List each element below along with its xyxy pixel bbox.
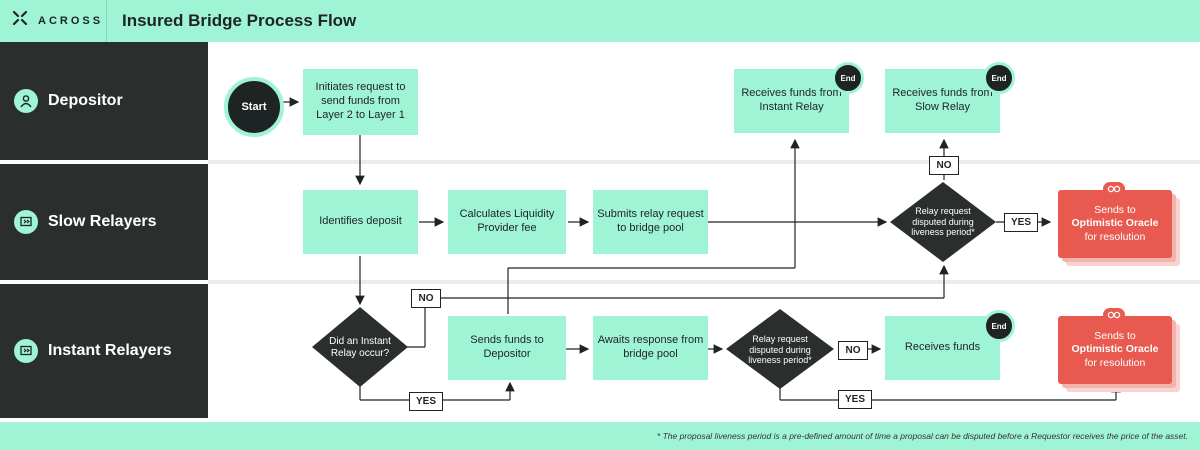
no-tag: NO: [929, 156, 959, 175]
calculate-fee-box: Calculates Liquidity Provider fee: [448, 190, 566, 254]
oracle-line3: for resolution: [1084, 356, 1146, 369]
relay-icon: [14, 339, 38, 363]
instant-dispute-label: Relay request disputed during liveness p…: [748, 333, 812, 366]
lane-label: Slow Relayers: [48, 213, 157, 230]
end-node: End: [983, 310, 1015, 342]
lane-divider: [208, 280, 1200, 284]
link-icon: [1103, 182, 1125, 196]
instant-dispute-diamond: [726, 309, 834, 389]
oracle-line1: Sends to: [1094, 204, 1136, 217]
yes-tag: YES: [1004, 213, 1038, 232]
oracle-box-slow: Sends to Optimistic Oracle for resolutio…: [1058, 182, 1172, 258]
receives-funds-box: Receives funds: [885, 316, 1000, 380]
identify-deposit-box: Identifies deposit: [303, 190, 418, 254]
lane-slow-relayers: Slow Relayers: [0, 164, 208, 280]
initiate-request-box: Initiates request to send funds from Lay…: [303, 69, 418, 135]
user-icon: [14, 89, 38, 113]
receive-slow-relay-box: Receives funds from Slow Relay: [885, 69, 1000, 133]
oracle-line2: Optimistic Oracle: [1071, 343, 1159, 356]
oracle-line3: for resolution: [1084, 230, 1146, 243]
logo-text: ACROSS: [38, 14, 104, 27]
oracle-box-instant: Sends to Optimistic Oracle for resolutio…: [1058, 308, 1172, 384]
footnote: * The proposal liveness period is a pre-…: [656, 431, 1188, 441]
header-divider: [106, 0, 107, 42]
slow-decision-label: Relay request disputed during liveness p…: [911, 205, 975, 238]
across-logo-icon: [12, 10, 28, 31]
header-bar: ACROSS Insured Bridge Process Flow: [0, 0, 1200, 42]
no-tag: NO: [838, 341, 868, 360]
page-title: Insured Bridge Process Flow: [122, 11, 357, 30]
submit-relay-box: Submits relay request to bridge pool: [593, 190, 708, 254]
link-icon: [1103, 308, 1125, 322]
relay-icon: [14, 210, 38, 234]
lane-divider: [208, 160, 1200, 164]
footer-bar: * The proposal liveness period is a pre-…: [0, 422, 1200, 450]
no-tag: NO: [411, 289, 441, 308]
lane-instant-relayers: Instant Relayers: [0, 284, 208, 418]
lane-label: Depositor: [48, 92, 123, 109]
end-node: End: [832, 62, 864, 94]
oracle-line1: Sends to: [1094, 330, 1136, 343]
instant-decision-diamond: [312, 307, 408, 387]
lane-depositor: Depositor: [0, 42, 208, 160]
instant-decision-label: Did an Instant Relay occur?: [329, 336, 391, 359]
slow-decision-diamond: [890, 182, 996, 262]
start-node: Start: [224, 77, 284, 137]
yes-tag: YES: [838, 390, 872, 409]
send-funds-box: Sends funds to Depositor: [448, 316, 566, 380]
lane-label: Instant Relayers: [48, 342, 172, 359]
logo: ACROSS: [12, 10, 103, 31]
yes-tag: YES: [409, 392, 443, 411]
await-response-box: Awaits response from bridge pool: [593, 316, 708, 380]
end-node: End: [983, 62, 1015, 94]
oracle-line2: Optimistic Oracle: [1071, 217, 1159, 230]
receive-instant-relay-box: Receives funds from Instant Relay: [734, 69, 849, 133]
